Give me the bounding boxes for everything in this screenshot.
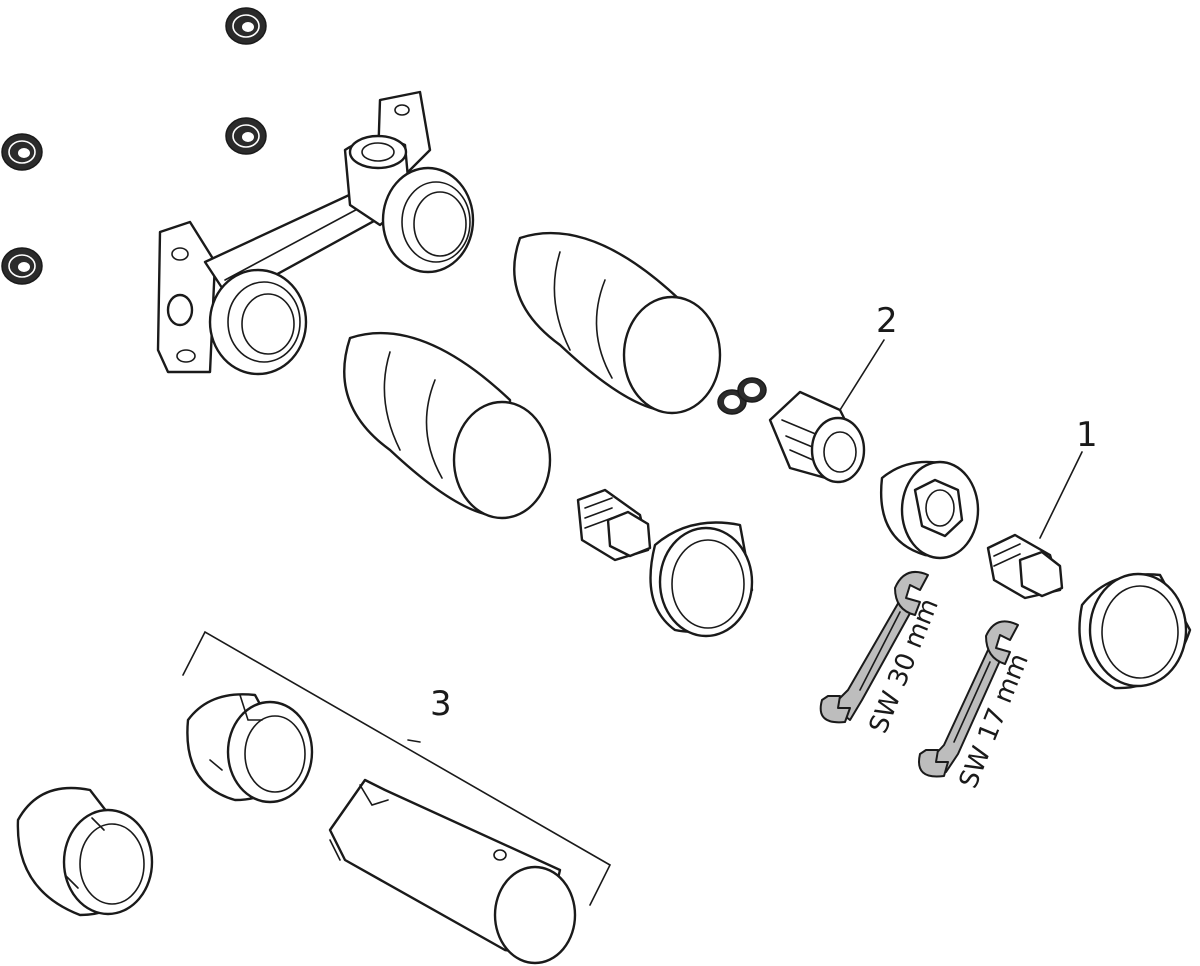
grommet-left-upper xyxy=(1,133,43,171)
cover-ring-middle xyxy=(649,521,754,638)
callout-1: 1 xyxy=(1076,415,1098,455)
hex-reducer xyxy=(879,460,980,560)
grommet-top xyxy=(225,7,267,45)
cover-ring-right xyxy=(1078,572,1192,690)
item-3-bracket xyxy=(182,630,612,906)
o-rings xyxy=(717,377,767,415)
wrench-sw30-icon xyxy=(819,571,929,724)
callout-2: 2 xyxy=(876,301,898,341)
mounting-body xyxy=(156,90,475,376)
tool-adapter xyxy=(186,693,314,804)
cartridge-adapter xyxy=(768,390,866,484)
threaded-nipple-item-1 xyxy=(986,533,1064,600)
tool-long-sleeve xyxy=(328,778,577,965)
threaded-nipple-middle xyxy=(576,488,652,562)
wrench-sw17-icon xyxy=(918,620,1019,778)
callout-2-leader xyxy=(839,339,885,411)
grommet-left-lower xyxy=(1,247,43,285)
tool-cap xyxy=(16,786,154,917)
callout-1-leader xyxy=(1039,451,1083,539)
callout-3: 3 xyxy=(430,684,452,724)
grommet-middle xyxy=(225,117,267,155)
extension-sleeve-upper xyxy=(513,231,722,415)
extension-sleeve-lower xyxy=(343,331,552,520)
